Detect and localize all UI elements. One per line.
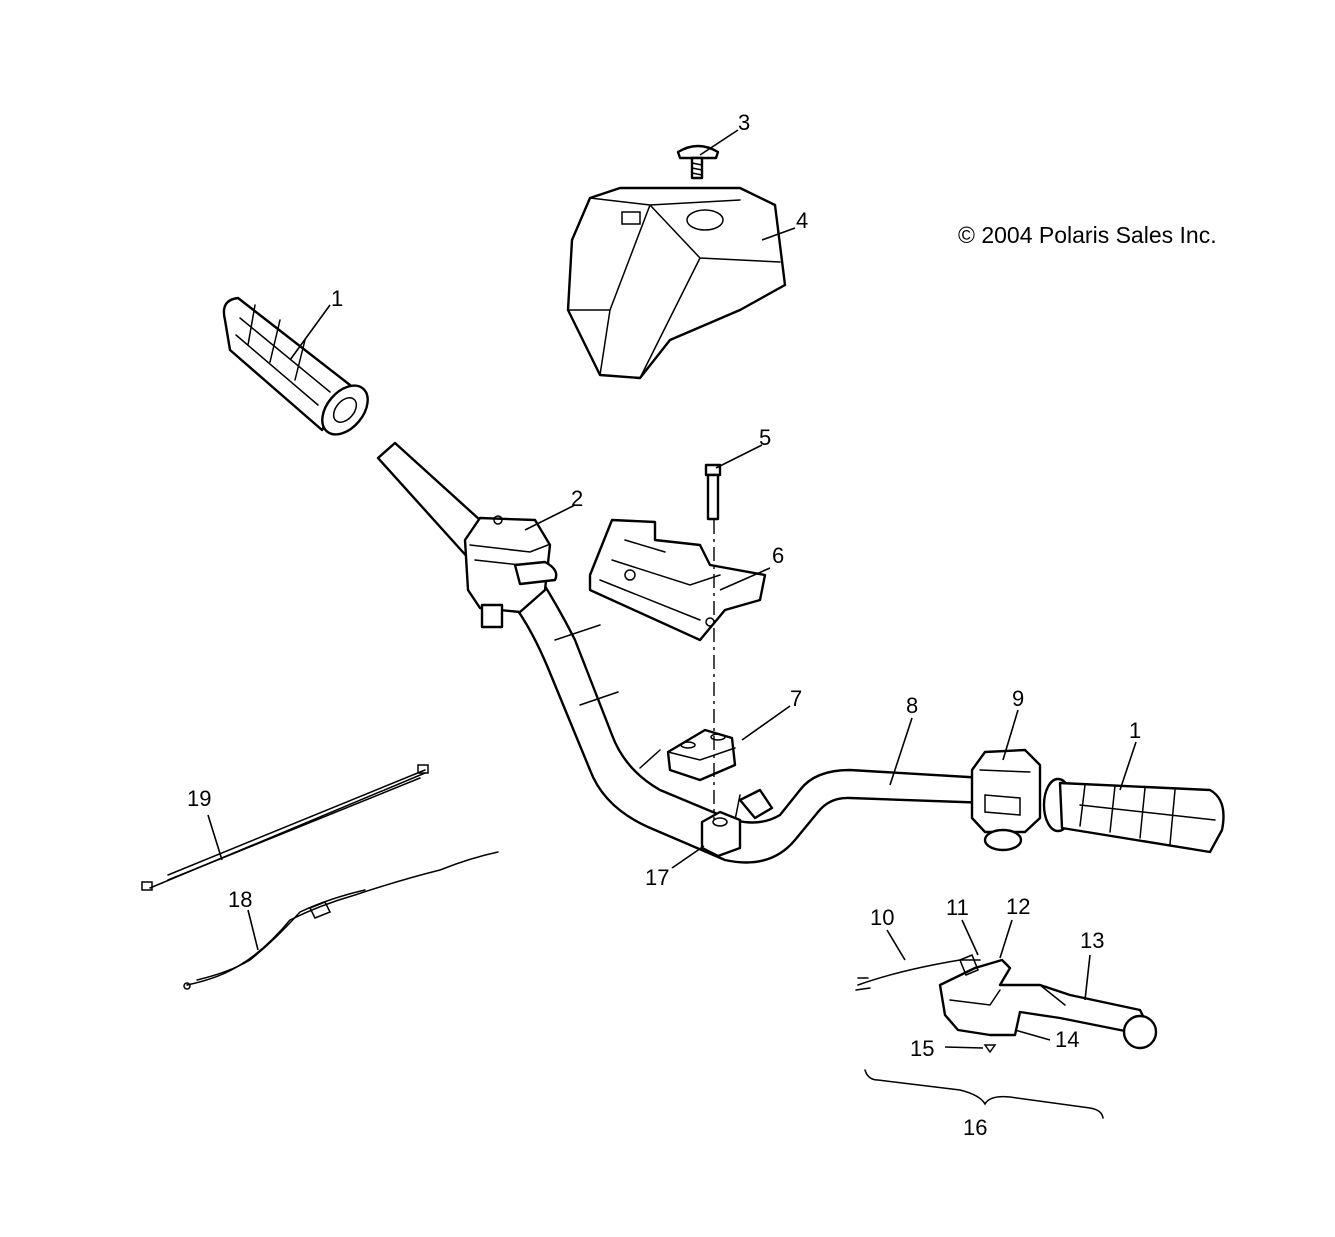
- bolt: [704, 463, 722, 521]
- callout-19: 19: [187, 786, 211, 811]
- callout-labels: 1 2 3 4 5 6 7 8 9 1 10 11 12 13 14 15 16…: [187, 110, 1141, 1140]
- callout-5: 5: [759, 425, 771, 450]
- copyright-notice: © 2004 Polaris Sales Inc.: [958, 222, 1217, 248]
- callout-9: 9: [1012, 686, 1024, 711]
- callout-2: 2: [571, 486, 583, 511]
- lower-clamp: [700, 788, 774, 858]
- screw: [676, 144, 720, 180]
- callout-12: 12: [1006, 894, 1030, 919]
- throttle-housing: [463, 515, 558, 629]
- handlebar: [376, 441, 992, 864]
- mounting-bracket: [588, 518, 767, 642]
- callout-6: 6: [772, 543, 784, 568]
- switch-housing: [970, 748, 1042, 852]
- callout-18: 18: [228, 887, 252, 912]
- left-grip: [222, 296, 369, 436]
- callout-8: 8: [906, 693, 918, 718]
- callout-14: 14: [1055, 1027, 1079, 1052]
- callout-15: 15: [910, 1036, 934, 1061]
- callout-4: 4: [796, 208, 808, 233]
- callout-1-left-grip: 1: [331, 286, 343, 311]
- callout-7: 7: [790, 686, 802, 711]
- brake-lever-assembly: [855, 954, 1158, 1119]
- callout-17: 17: [645, 865, 669, 890]
- callout-1-right-grip: 1: [1129, 718, 1141, 743]
- callout-13: 13: [1080, 928, 1104, 953]
- cable-19: [141, 764, 429, 891]
- headlight-pod: [566, 186, 787, 380]
- callout-3: 3: [738, 110, 750, 135]
- leader-lines: [207, 129, 1137, 1049]
- right-grip: [1042, 777, 1225, 854]
- cable-18: [183, 851, 499, 990]
- upper-clamp: [666, 728, 737, 782]
- callout-10: 10: [870, 905, 894, 930]
- callout-11: 11: [946, 895, 969, 920]
- callout-16: 16: [963, 1115, 987, 1140]
